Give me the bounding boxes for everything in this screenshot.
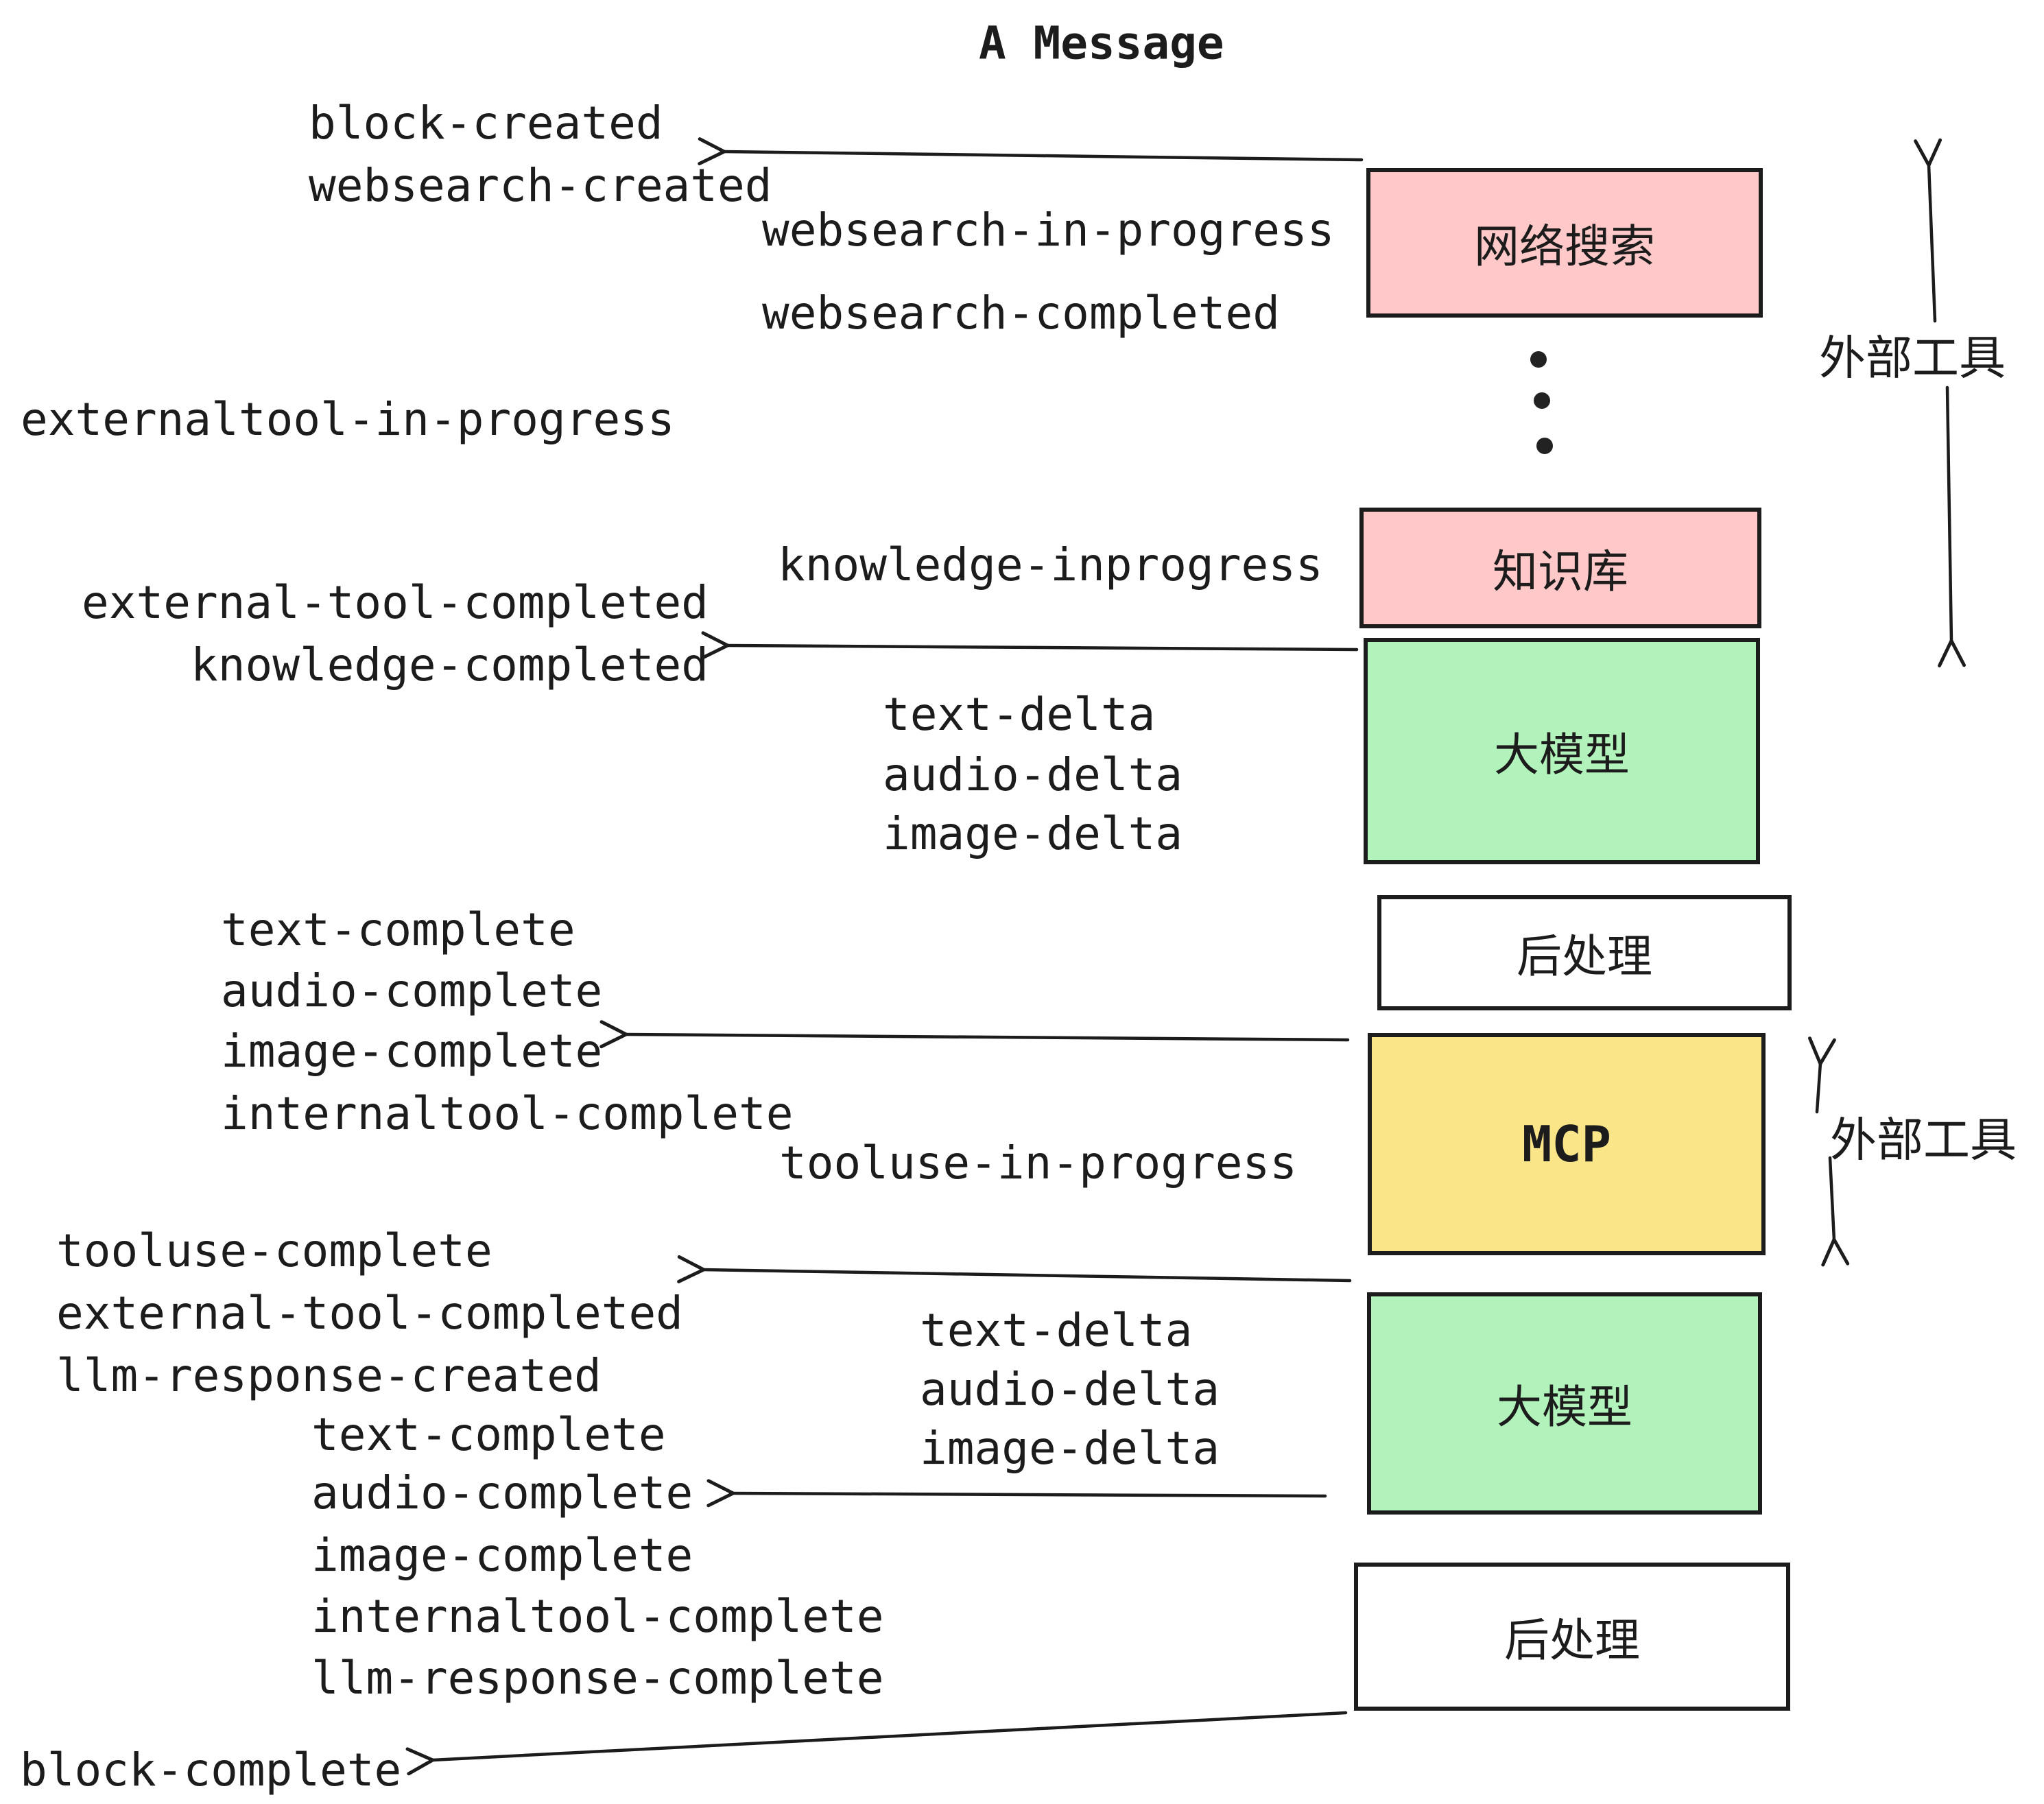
box-knowledge: 知识库: [1359, 508, 1761, 628]
box-websearch: 网络搜索: [1366, 168, 1763, 318]
event-label-audio-delta-1: audio-delta: [883, 748, 1183, 801]
arrow-mcp-to-tooluse-complete: [677, 1255, 1352, 1283]
event-label-text-complete-2: text-complete: [311, 1408, 666, 1461]
event-label-audio-complete-2: audio-complete: [311, 1467, 693, 1519]
box-label-llm-1: 大模型: [1494, 728, 1630, 781]
event-label-block-complete: block-complete: [20, 1744, 402, 1796]
arrow-external-tools-2-up: [1808, 1036, 1836, 1114]
event-label-audio-complete-1: audio-complete: [221, 964, 603, 1017]
box-label-llm-2: 大模型: [1497, 1381, 1632, 1434]
event-label-internaltool-complete-1: internaltool-complete: [221, 1087, 794, 1140]
box-mcp: MCP: [1368, 1033, 1766, 1255]
event-label-externaltool-in-progress: externaltool-in-progress: [21, 393, 675, 446]
box-post-1: 后处理: [1377, 895, 1792, 1010]
event-label-block-created: block-created: [309, 97, 663, 150]
arrow-post1-to-complete-list: [599, 1020, 1350, 1049]
side-label-external-tools-1: 外部工具: [1819, 331, 2006, 386]
event-label-text-delta-2: text-delta: [920, 1304, 1193, 1357]
arrow-post2-to-block-complete: [405, 1711, 1348, 1776]
event-label-internaltool-complete-2: internaltool-complete: [311, 1590, 884, 1643]
event-label-tooluse-in-progress: tooluse-in-progress: [779, 1137, 1297, 1189]
arrow-llm2-to-audio-complete: [706, 1479, 1327, 1508]
event-label-websearch-completed: websearch-completed: [762, 287, 1280, 340]
vertical-ellipsis-icon: [1530, 351, 1553, 454]
box-label-websearch: 网络搜索: [1474, 220, 1655, 273]
arrow-external-tools-1-up: [1914, 138, 1942, 323]
event-label-tooluse-complete: tooluse-complete: [56, 1224, 492, 1277]
box-llm-1: 大模型: [1364, 638, 1760, 864]
event-label-image-delta-1: image-delta: [883, 807, 1183, 860]
event-label-image-complete-1: image-complete: [221, 1025, 603, 1078]
arrow-websearch-to-created: [698, 137, 1364, 166]
event-label-llm-response-created: llm-response-created: [56, 1349, 602, 1402]
event-label-websearch-created: websearch-created: [309, 159, 772, 212]
event-label-llm-response-complete: llm-response-complete: [311, 1652, 884, 1705]
box-label-post-2: 后处理: [1504, 1614, 1640, 1667]
event-label-knowledge-completed: knowledge-completed: [191, 639, 709, 691]
event-label-text-delta-1: text-delta: [883, 688, 1156, 741]
arrow-external-tools-2-down: [1821, 1156, 1850, 1267]
event-label-image-complete-2: image-complete: [311, 1529, 693, 1582]
box-label-post-1: 后处理: [1517, 930, 1652, 983]
arrow-external-tools-1-down: [1938, 385, 1966, 667]
arrow-knowledge-to-completed: [701, 631, 1359, 660]
event-label-audio-delta-2: audio-delta: [920, 1363, 1220, 1416]
box-llm-2: 大模型: [1367, 1292, 1762, 1515]
event-label-external-tool-completed-2: external-tool-completed: [56, 1287, 683, 1340]
box-label-knowledge: 知识库: [1493, 545, 1628, 598]
event-label-text-complete-1: text-complete: [221, 903, 575, 956]
event-label-image-delta-2: image-delta: [920, 1422, 1220, 1475]
event-label-knowledge-inprogress: knowledge-inprogress: [778, 538, 1323, 591]
event-label-websearch-in-progress: websearch-in-progress: [762, 204, 1335, 257]
side-label-external-tools-2: 外部工具: [1830, 1113, 2017, 1168]
event-label-external-tool-completed: external-tool-completed: [82, 576, 709, 629]
box-label-mcp: MCP: [1521, 1115, 1612, 1173]
diagram-title: A Message: [979, 16, 1224, 70]
box-post-2: 后处理: [1354, 1563, 1790, 1711]
